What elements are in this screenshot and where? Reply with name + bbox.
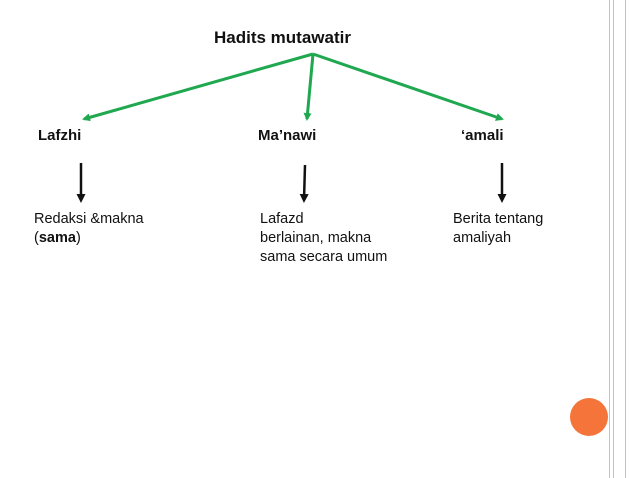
desc-line: berlainan, makna — [260, 230, 372, 246]
node-amali: ‘amali — [461, 127, 504, 144]
desc-line: Redaksi &makna — [34, 211, 144, 227]
desc-line: Lafazd — [260, 211, 304, 227]
arrow-to-manawi — [303, 53, 315, 121]
desc-line: (sama) — [34, 229, 144, 248]
desc-lafzhi: Redaksi &makna (sama) — [34, 210, 144, 248]
arrow-to-amali — [312, 52, 504, 121]
desc-line: Berita tentang — [453, 211, 544, 227]
node-manawi: Ma’nawi — [258, 127, 317, 144]
diagram-title: Hadits mutawatir — [214, 28, 351, 47]
decorative-frame-line — [613, 0, 614, 478]
arrow-manawi-down — [299, 164, 309, 203]
desc-line: amaliyah — [453, 230, 512, 246]
desc-bold-word: sama — [38, 230, 76, 246]
decorative-frame-line — [625, 0, 626, 478]
decorative-frame-line — [609, 0, 610, 478]
desc-paren-close: ) — [75, 230, 81, 246]
desc-manawi: Lafazd berlainan, makna sama secara umum — [260, 210, 387, 267]
decorative-orange-circle — [570, 398, 608, 436]
desc-line: sama secara umum — [260, 249, 388, 265]
desc-paren-open: ( — [34, 230, 39, 246]
arrow-to-lafzhi — [82, 52, 314, 122]
node-lafzhi: Lafzhi — [38, 127, 82, 144]
desc-amali: Berita tentang amaliyah — [453, 210, 543, 248]
